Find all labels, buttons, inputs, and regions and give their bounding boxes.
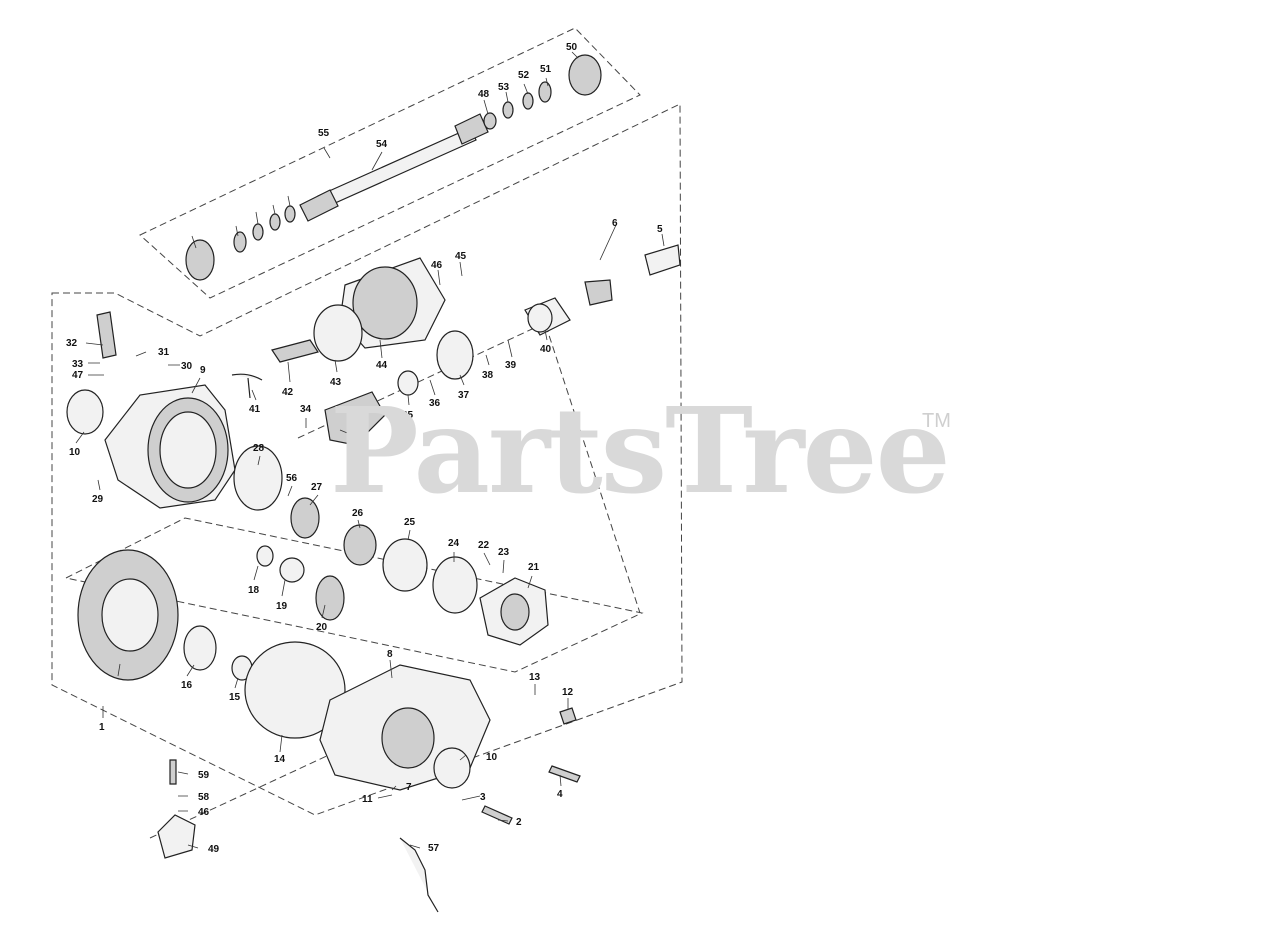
callout-label: 19 <box>276 601 288 612</box>
callout-label: 3 <box>480 792 486 803</box>
front-housing <box>66 384 236 509</box>
callout-label: 53 <box>498 82 510 93</box>
callout-label: 36 <box>429 398 441 409</box>
callout-label: 52 <box>518 70 530 81</box>
callout-label: 33 <box>72 359 84 370</box>
callout-label: 4 <box>557 789 563 800</box>
callout-labels: 50 51 52 53 48 55 54 6 5 46 45 32 31 30 … <box>66 42 663 855</box>
small-hardware <box>96 311 581 913</box>
ring-gear <box>77 549 346 739</box>
callout-label: 29 <box>92 494 104 505</box>
rear-housing <box>319 664 491 791</box>
callout-label: 11 <box>362 794 373 805</box>
callout-label: 10 <box>486 752 498 763</box>
callout-label: 56 <box>286 473 298 484</box>
callout-label: 45 <box>455 251 467 262</box>
callout-label: 27 <box>311 482 323 493</box>
callout-label: 34 <box>300 404 312 415</box>
housing-group-outline <box>51 103 683 816</box>
callout-label: 51 <box>540 64 552 75</box>
callout-label: 9 <box>200 365 206 376</box>
callout-label: 47 <box>72 370 84 381</box>
leader-lines <box>75 51 665 849</box>
callout-label: 31 <box>158 347 170 358</box>
callout-label: 55 <box>318 128 330 139</box>
callout-label: 8 <box>387 649 393 660</box>
callout-label: 18 <box>248 585 260 596</box>
callout-label: 30 <box>181 361 193 372</box>
bracket-group-outline <box>149 721 401 839</box>
driveshaft-group-outline <box>139 27 641 299</box>
callout-label: 10 <box>69 447 81 458</box>
trademark-symbol: TM <box>922 410 951 432</box>
callout-label: 46 <box>198 807 210 818</box>
gear-group-outline <box>65 517 644 673</box>
callout-label: 1 <box>99 722 105 733</box>
callout-label: 59 <box>198 770 210 781</box>
callout-label: 6 <box>612 218 618 229</box>
callout-label: 20 <box>316 622 328 633</box>
output-flange <box>479 577 549 646</box>
callout-label: 37 <box>458 390 470 401</box>
callout-label: 13 <box>529 672 541 683</box>
callout-label: 7 <box>406 782 412 793</box>
callout-label: 39 <box>505 360 517 371</box>
callout-label: 42 <box>282 387 294 398</box>
callout-label: 21 <box>528 562 540 573</box>
callout-label: 38 <box>482 370 494 381</box>
callout-label: 5 <box>657 224 663 235</box>
callout-label: 14 <box>274 754 286 765</box>
rear-cover <box>313 257 446 362</box>
callout-label: 57 <box>428 843 440 854</box>
callout-label: 23 <box>498 547 510 558</box>
callout-label: 2 <box>516 817 522 828</box>
callout-label: 26 <box>352 508 364 519</box>
watermark-logo: PartsTree <box>330 381 951 520</box>
callout-label: 24 <box>448 538 460 549</box>
callout-label: 16 <box>181 680 193 691</box>
callout-label: 54 <box>376 139 388 150</box>
callout-label: 25 <box>404 517 416 528</box>
pinion-group-outline <box>297 322 641 614</box>
callout-label: 41 <box>249 404 261 415</box>
callout-label: 32 <box>66 338 78 349</box>
callout-label: 28 <box>253 443 265 454</box>
callout-label: 40 <box>540 344 552 355</box>
callout-label: 46 <box>431 260 443 271</box>
callout-label: 15 <box>229 692 241 703</box>
pinion-gear <box>324 330 474 446</box>
callout-label: 44 <box>376 360 388 371</box>
callout-label: 50 <box>566 42 578 53</box>
callout-label: 43 <box>330 377 342 388</box>
callout-label: 22 <box>478 540 490 551</box>
yoke-assembly <box>524 244 681 336</box>
bearings-row <box>233 445 478 621</box>
callout-label: 17 <box>351 442 363 453</box>
callout-label: 58 <box>198 792 210 803</box>
callout-label: 48 <box>478 89 490 100</box>
callout-label: 35 <box>402 410 414 421</box>
callout-label: 12 <box>562 687 574 698</box>
callout-label: 49 <box>208 844 220 855</box>
driveshaft <box>185 54 602 281</box>
